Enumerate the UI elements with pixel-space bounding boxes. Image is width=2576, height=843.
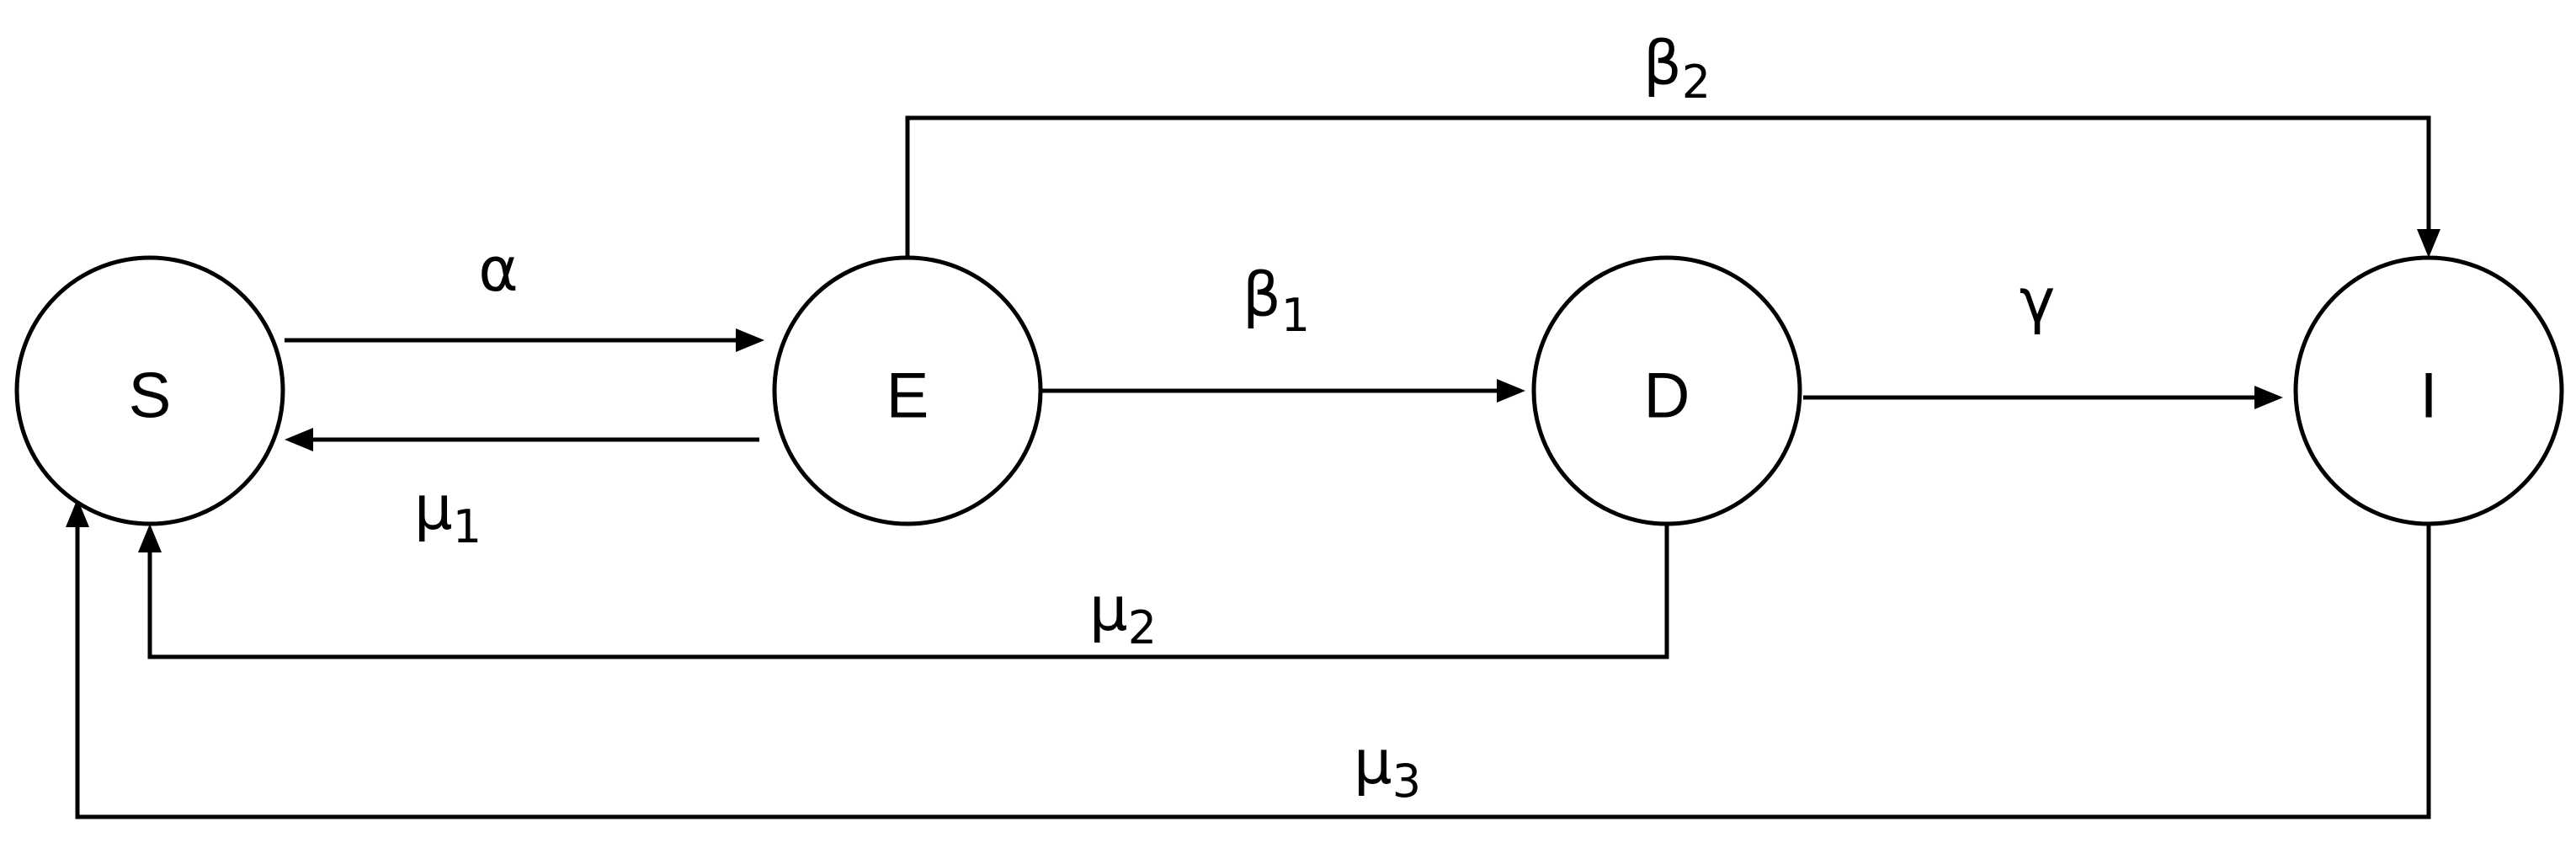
node-i: I [2293, 255, 2564, 526]
rate-mu1: μ1 [414, 472, 482, 553]
arrowhead-i-to-s [66, 499, 89, 527]
rate-mu2-subscript: 2 [1128, 601, 1157, 654]
edge-e-to-i [905, 115, 2431, 259]
rate-beta2-subscript: 2 [1682, 56, 1711, 109]
edge-i-to-s [75, 524, 2431, 819]
rate-beta2-symbol: β [1643, 28, 1682, 99]
node-s-label: S [129, 360, 172, 432]
rate-beta1-symbol: β [1243, 259, 1281, 330]
arrowhead-e-to-d [1497, 379, 1525, 403]
rate-mu1-symbol: μ [414, 472, 453, 543]
rate-beta1: β1 [1243, 259, 1310, 342]
node-d: D [1531, 255, 1802, 526]
rate-mu2: μ2 [1089, 574, 1157, 654]
arrowhead-e-to-s [285, 428, 313, 451]
rate-mu3-subscript: 3 [1392, 755, 1421, 808]
rate-mu3-symbol: μ [1354, 727, 1392, 798]
rate-beta2: β2 [1643, 28, 1711, 109]
rate-alpha-symbol: α [478, 234, 518, 305]
rate-gamma: γ [2020, 265, 2056, 336]
rate-mu3: μ3 [1354, 727, 1421, 808]
rate-mu2-symbol: μ [1089, 574, 1128, 644]
rate-gamma-symbol: γ [2020, 265, 2056, 336]
arrowhead-d-to-i [2254, 386, 2283, 409]
node-e: E [772, 255, 1043, 526]
rate-alpha: α [478, 234, 518, 305]
edge-d-to-s [147, 524, 1669, 659]
node-e-label: E [886, 360, 929, 432]
node-i-label: I [2419, 360, 2437, 432]
node-d-label: D [1644, 360, 1690, 432]
rate-mu1-subscript: 1 [453, 500, 482, 553]
node-s: S [14, 255, 285, 526]
arrowhead-d-to-s [138, 524, 162, 552]
arrowhead-e-to-i [2417, 229, 2440, 258]
arrowhead-s-to-e [736, 328, 764, 352]
rate-beta1-subscript: 1 [1281, 289, 1310, 342]
